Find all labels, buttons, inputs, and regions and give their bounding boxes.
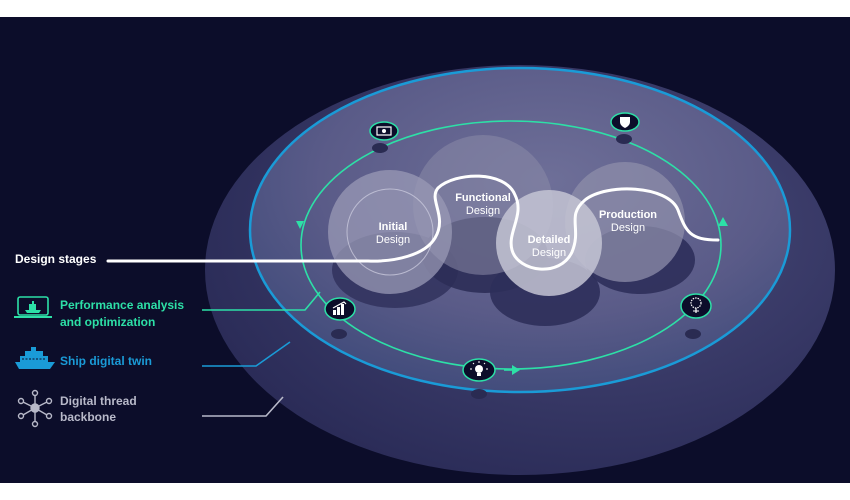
cruise-ship-icon (15, 347, 55, 369)
icon-shadow (616, 134, 632, 144)
stage-circle-initial-inner (346, 188, 434, 276)
icon-shadow (685, 329, 701, 339)
production-design-title: Production (599, 209, 657, 221)
orbit-arrow-right (718, 217, 728, 226)
network-tree-icon (680, 293, 712, 319)
detailed-design-subtitle: Design (532, 247, 566, 259)
network-hub-icon (17, 389, 53, 428)
initial-design-title: Initial (379, 221, 408, 233)
detailed-design-title: Detailed (528, 234, 571, 246)
ship-twin-leader-line (202, 341, 291, 367)
performance-label-line2: and optimization (60, 315, 156, 329)
money-icon (369, 121, 399, 141)
production-design-subtitle: Design (611, 222, 645, 234)
laptop-ship-icon (14, 296, 52, 318)
growth-chart-icon (324, 297, 356, 321)
lightbulb-icon (462, 358, 496, 382)
functional-design-subtitle: Design (466, 205, 500, 217)
performance-label-line1: Performance analysis (60, 298, 185, 312)
stage-circle-initial (328, 170, 452, 294)
functional-design-title: Functional (455, 192, 511, 204)
digital-thread-label-line1: Digital thread (60, 394, 137, 408)
performance-leader-line (202, 291, 321, 311)
shield-icon (610, 112, 640, 132)
icon-shadow (372, 143, 388, 153)
design-stages-label: Design stages (15, 252, 97, 266)
icon-shadow (331, 329, 347, 339)
performance-orbit (300, 120, 722, 370)
digital-thread-label-line2: backbone (60, 410, 117, 424)
ship-digital-twin-label: Ship digital twin (60, 354, 152, 368)
digital-thread-leader-line (202, 396, 284, 417)
initial-design-subtitle: Design (376, 234, 410, 246)
icon-shadow (471, 389, 487, 399)
orbit-arrow-left (296, 221, 304, 229)
design-stages-path (106, 174, 720, 271)
orbit-arrow-bottom (512, 365, 520, 375)
